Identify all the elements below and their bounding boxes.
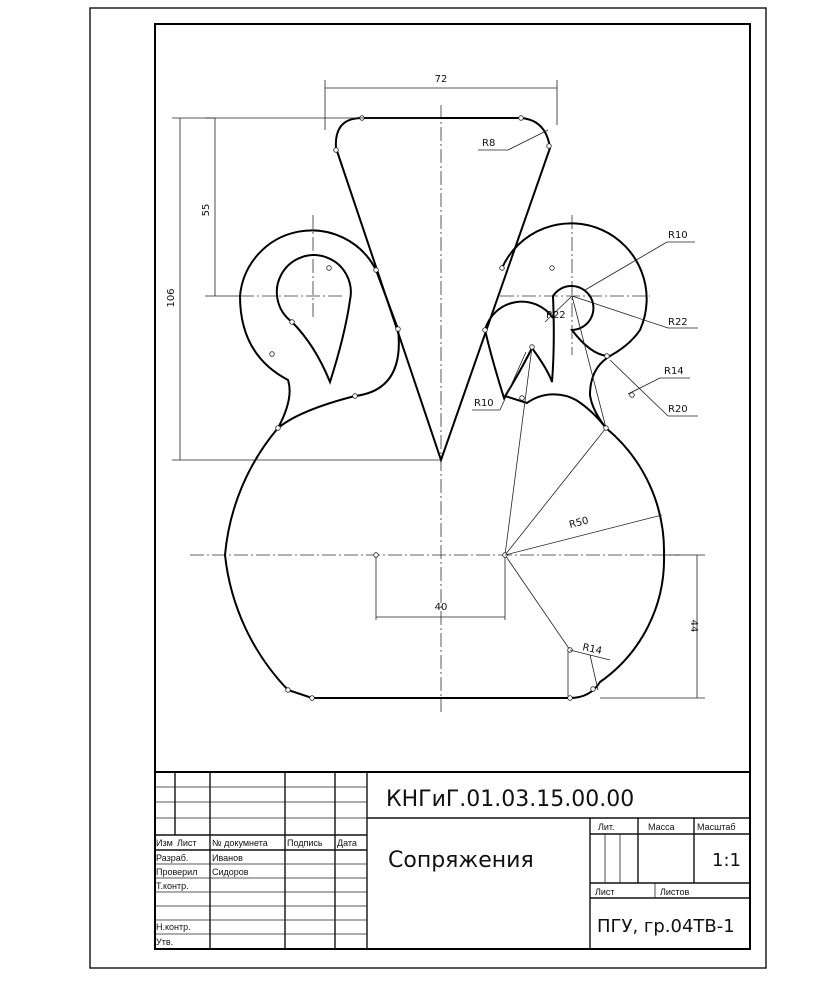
header-izm: Изм: [156, 838, 173, 848]
leader-line: [504, 514, 663, 556]
radius-label: R50: [568, 515, 590, 530]
drawing-designation: КНГиГ.01.03.15.00.00: [386, 787, 634, 812]
radius-label: R22: [546, 310, 566, 321]
tangency-point: [604, 353, 610, 359]
dimension-106: 106: [166, 117, 441, 461]
body-outline: [223, 393, 666, 699]
row-norm-control: Н.контр.: [156, 922, 191, 932]
row-developed: Разраб.: [156, 853, 188, 863]
tangency-point: [269, 351, 275, 357]
title-block-frame: [154, 771, 751, 950]
tangency-points: [269, 115, 635, 701]
radius-r20: R20: [609, 359, 698, 417]
tangency-point: [590, 686, 596, 692]
sheet-outer-border: [89, 7, 767, 969]
row-approved: Утв.: [156, 937, 173, 947]
leader-line: [584, 241, 668, 291]
title-block: КНГиГ.01.03.15.00.00 Сопряжения 1:1 ПГУ,…: [154, 771, 751, 950]
tangency-point: [518, 115, 524, 121]
col-sheets: Листов: [660, 887, 689, 897]
header-date: Дата: [337, 838, 357, 848]
dimension-55: 55: [201, 117, 440, 297]
tangency-point: [326, 265, 332, 271]
part-drawing: 72 55 106 40 44 R8: [166, 74, 705, 712]
tangency-point: [519, 395, 525, 401]
tangency-point: [285, 687, 291, 693]
funnel-outline: [334, 117, 552, 464]
leader-line: [627, 377, 661, 395]
construction-line: [504, 554, 571, 651]
leader-line: [571, 295, 669, 329]
tangency-point: [352, 393, 358, 399]
radius-label: R20: [668, 404, 688, 415]
tangency-point: [309, 695, 315, 701]
scale-value: 1:1: [712, 850, 741, 871]
row-checked-name: Сидоров: [212, 867, 249, 877]
construction-line: [504, 427, 607, 556]
col-letter: Лит.: [598, 822, 615, 832]
dimension-label: 40: [435, 602, 448, 613]
tangency-point: [482, 327, 488, 333]
tangency-point: [395, 326, 401, 332]
header-document: № докумнета: [212, 838, 268, 848]
tangency-point: [549, 265, 555, 271]
header-signature: Подпись: [287, 838, 323, 848]
col-scale: Масштаб: [697, 822, 736, 832]
dimension-40: 40: [376, 602, 505, 618]
radius-r10-left: R10: [472, 351, 527, 411]
radius-r50: R50: [504, 514, 663, 556]
row-checked: Проверил: [156, 867, 197, 877]
tangency-point: [275, 425, 281, 431]
tangency-point: [373, 267, 379, 273]
row-tech-control: Т.контр.: [156, 881, 189, 891]
tangency-point: [546, 143, 552, 149]
left-loop-inner: [275, 254, 352, 385]
tangency-point: [603, 425, 609, 431]
tangency-point: [529, 344, 535, 350]
dimension-label: 72: [435, 74, 448, 85]
dimension-label: 106: [166, 288, 177, 307]
radius-r14-bottom: R14: [569, 642, 611, 691]
dimension-label: 44: [688, 620, 699, 633]
radius-label: R22: [668, 317, 688, 328]
left-loop-outer: [238, 229, 400, 429]
tangency-point: [567, 695, 573, 701]
tangency-point: [333, 147, 339, 153]
right-lobe-arc: [484, 300, 554, 331]
dimension-44: 44: [600, 554, 705, 699]
radius-label: R14: [664, 366, 684, 377]
col-sheet: Лист: [595, 887, 615, 897]
leader-line: [544, 295, 573, 323]
radius-label: R10: [474, 398, 494, 409]
radius-r8: R8: [478, 129, 549, 151]
col-mass: Масса: [648, 822, 675, 832]
tangency-point: [499, 265, 505, 271]
row-developed-name: Иванов: [212, 853, 243, 863]
leader-line: [609, 359, 669, 417]
tangency-point: [373, 552, 379, 558]
construction-line: [571, 295, 607, 429]
radius-label: R10: [668, 230, 688, 241]
organization: ПГУ, гр.04ТВ-1: [597, 916, 735, 937]
radius-r22-outer: R22: [571, 295, 698, 329]
tangency-point: [629, 392, 635, 398]
radius-r14-right: R14: [627, 366, 690, 395]
radius-r22-inner: R22: [544, 295, 573, 323]
right-loop-inner: [484, 285, 608, 401]
dimension-72: 72: [324, 74, 558, 130]
radius-label: R14: [581, 642, 603, 657]
leader-line: [507, 129, 549, 151]
leader-line: [589, 654, 599, 691]
tangency-point: [289, 319, 295, 325]
radius-label: R8: [482, 138, 495, 149]
leader-line: [499, 351, 527, 411]
radius-r10-top: R10: [584, 230, 695, 291]
dimension-label: 55: [201, 204, 212, 217]
header-list: Лист: [177, 838, 197, 848]
construction-line: [504, 346, 533, 556]
drawing-title: Сопряжения: [388, 848, 534, 873]
